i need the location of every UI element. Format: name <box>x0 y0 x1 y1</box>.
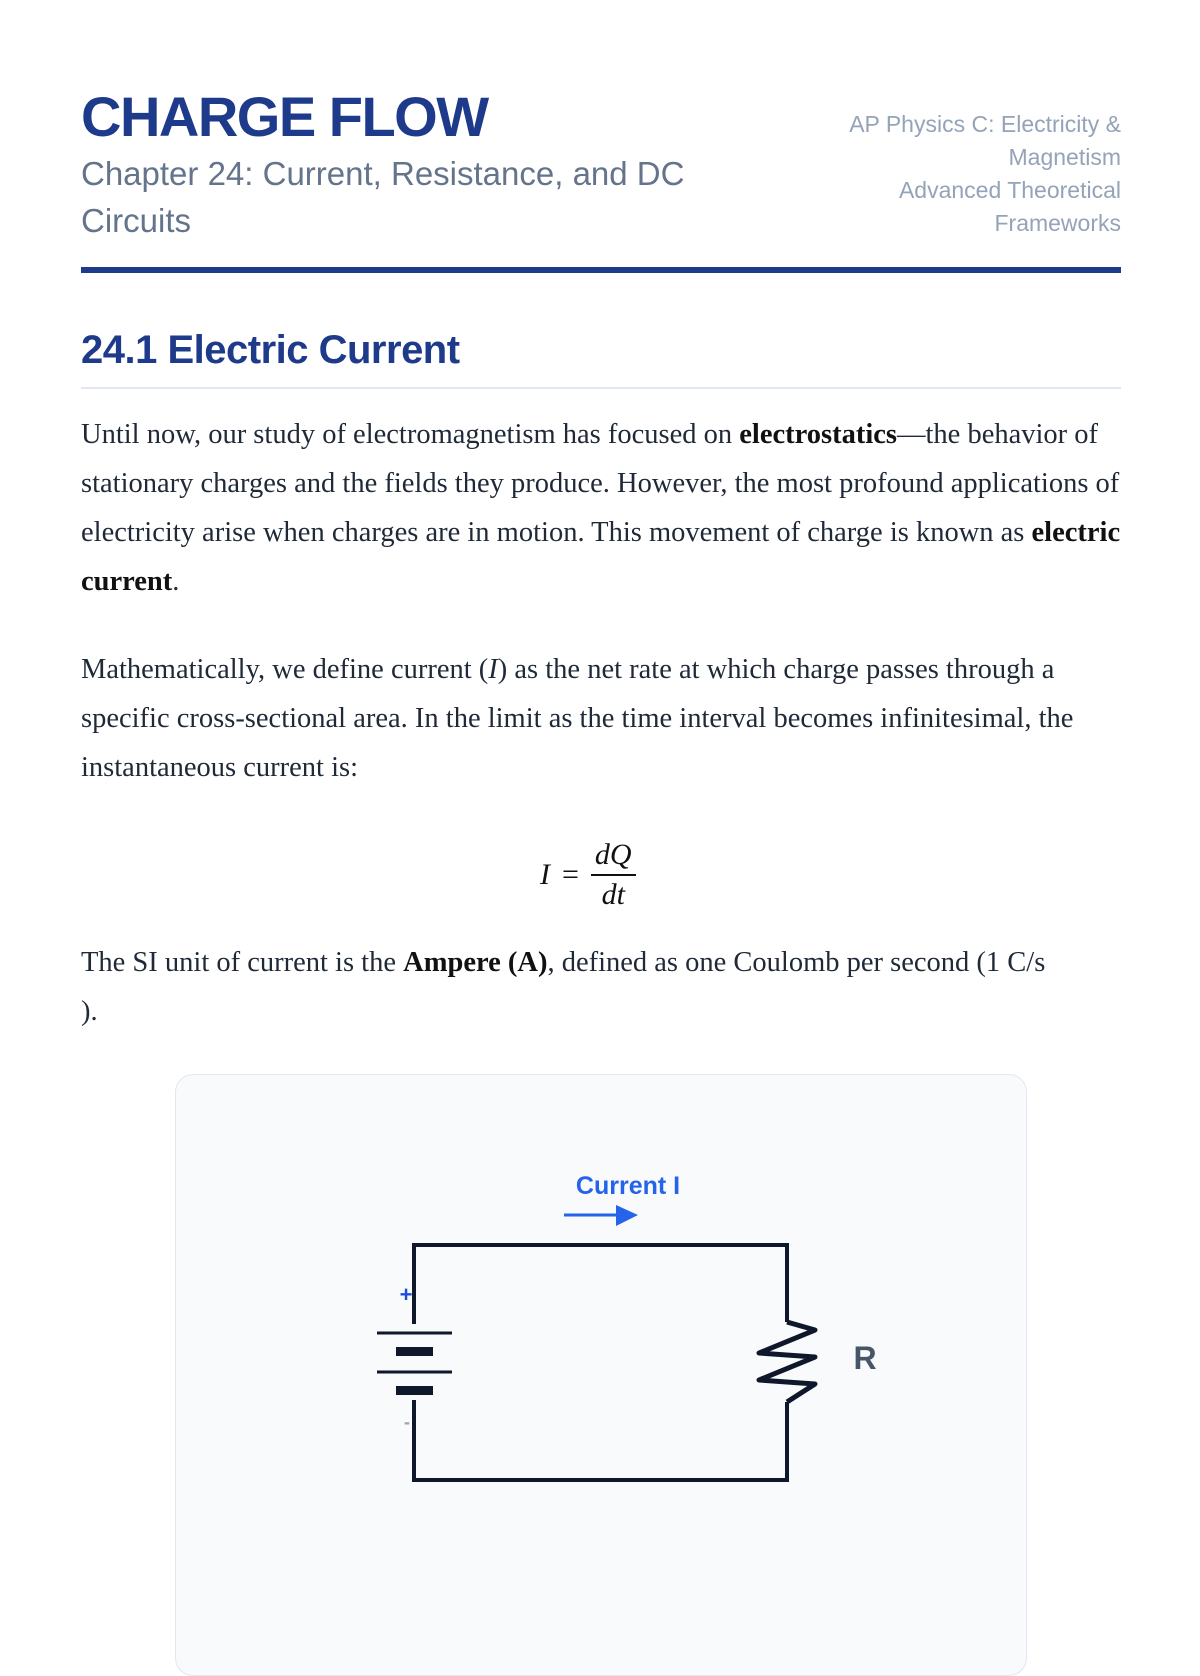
section-heading: 24.1 Electric Current <box>81 328 460 372</box>
text: ). <box>81 996 98 1027</box>
equation-lhs: I <box>540 858 550 891</box>
term-electric-current: electric current <box>81 517 1121 597</box>
series-name: Advanced Theoretical Frameworks <box>898 177 1121 236</box>
battery-icon <box>377 1331 452 1395</box>
battery-plus-label: + <box>400 1282 413 1307</box>
text: , defined as one Coulomb per second (1 C… <box>547 947 1046 978</box>
wire-bottom <box>412 1400 789 1482</box>
definition-paragraph: Mathematically, we define current (I) as… <box>81 645 1126 792</box>
equation-equals: = <box>562 858 579 891</box>
wire-top <box>412 1243 789 1324</box>
resistor-icon <box>756 1319 818 1405</box>
text: ) as the net rate at which charge passes… <box>81 654 1074 783</box>
circuit-diagram: Current I + - R <box>377 1172 877 1482</box>
text: Mathematically, we define current ( <box>81 654 489 685</box>
current-label: Current I <box>576 1172 680 1200</box>
circuit-diagram-card <box>175 1074 1027 1676</box>
text: The SI unit of current is the <box>81 947 404 978</box>
resistor-label: R <box>853 1340 876 1376</box>
battery-minus-label: - <box>404 1412 410 1432</box>
header-divider <box>81 267 1121 273</box>
text: . <box>172 566 180 597</box>
variable-I: I <box>488 654 498 685</box>
current-arrow-icon <box>564 1205 638 1226</box>
term-electrostatics: electrostatics <box>739 419 898 450</box>
course-name: AP Physics C: Electricity & Magnetism <box>849 111 1121 170</box>
text: Until now, our study of electromagnetism… <box>81 419 740 450</box>
equation-denominator: dt <box>601 878 625 911</box>
term-ampere: Ampere (A) <box>403 947 548 978</box>
chapter-subtitle: Chapter 24: Current, Resistance, and DC … <box>81 155 685 239</box>
course-meta: AP Physics C: Electricity & Magnetism Ad… <box>801 108 1121 240</box>
equation-numerator: dQ <box>590 836 636 876</box>
page-title: CHARGE FLOW <box>81 85 489 148</box>
intro-paragraph: Until now, our study of electromagnetism… <box>81 410 1126 606</box>
unit-paragraph: The SI unit of current is the Ampere (A)… <box>81 938 1126 1036</box>
equation-fraction: dQ dt <box>590 836 636 914</box>
section-divider <box>81 387 1121 389</box>
text: —the behavior of stationary charges and … <box>81 419 1120 548</box>
current-equation: I = dQ dt <box>540 836 636 914</box>
